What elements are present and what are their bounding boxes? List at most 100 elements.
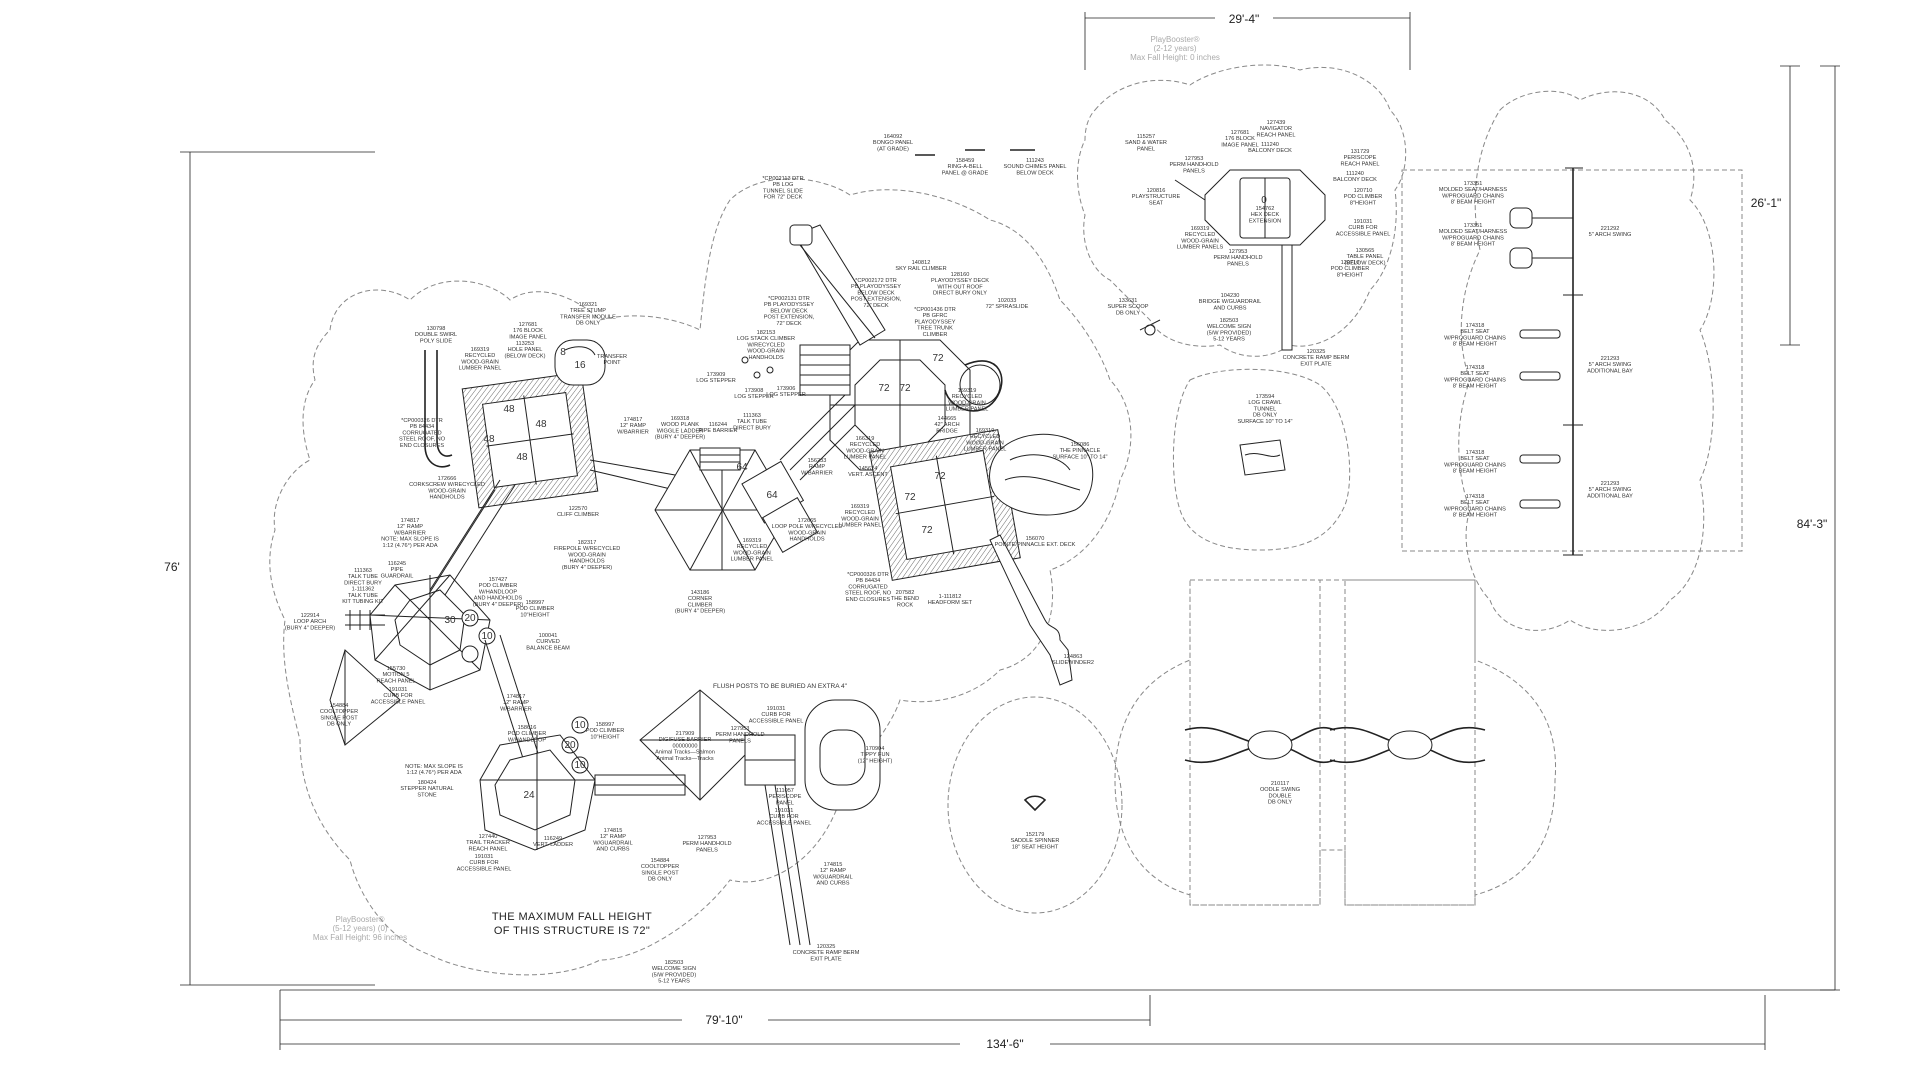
callout-173594-line: LOG CRAWL (1248, 400, 1281, 406)
callout-174817c-line: 174817 (507, 694, 526, 700)
callout-191031c-line: ACCESSIBLE PANEL (749, 718, 804, 724)
callout-113253-line: 113253 (516, 341, 534, 347)
callout-128160-line: DIRECT BURY ONLY (933, 291, 987, 297)
brand-main-line1: PlayBooster® (335, 915, 384, 924)
callout-111240b-line: BALCONY DECK (1333, 177, 1377, 183)
callout-120710a-line: POD CLIMBER (1344, 194, 1383, 200)
brand-top-line3: Max Fall Height: 0 inches (1130, 53, 1220, 62)
callout-111243-line: SOUND CHIMES PANEL (1004, 164, 1067, 170)
callout-182503b-line: WELCOME SIGN (1207, 324, 1251, 330)
callout-152179-line: 18" SEAT HEIGHT (1012, 844, 1059, 850)
callout-180424-line: 180424 (418, 780, 437, 786)
callout-127439-line: 127439 (1267, 120, 1286, 126)
callout-111363-line: DIRECT BURY (733, 425, 771, 431)
callout-174318c-line: BELT SEAT (1460, 456, 1490, 462)
callout-210117-line: DB ONLY (1268, 800, 1292, 806)
callout-164092-line: 164092 (884, 134, 903, 140)
callout-111363b-line: TALK TUBE (348, 574, 378, 580)
callout-cp002172-line: POST EXTENSION, (851, 297, 902, 303)
callout-111240-line: 111240 (1261, 142, 1279, 148)
callout-221292-line: 5" ARCH SWING (1589, 232, 1632, 238)
callout-174318a-line: BELT SEAT (1460, 329, 1490, 335)
callout-cp001436-line: PLAYODYSSEY (915, 319, 956, 325)
callout-156086-line: 156086 (1071, 442, 1090, 448)
callout-169319e-line: 169319 (976, 428, 995, 434)
callout-182153-line: HANDHOLDS (748, 355, 783, 361)
callout-182153-line: W/RECYCLED (747, 342, 784, 348)
callout-120710a-line: 120710 (1354, 188, 1373, 194)
callout-120325a-line: 120325 (817, 944, 836, 950)
callout-cp001436-line: TREE TRUNK (917, 326, 953, 332)
callout-cp000326a-line: PB 84434 (410, 424, 435, 430)
dimension-lines (180, 11, 1840, 1051)
callout-174318d-line: BELT SEAT (1460, 500, 1490, 506)
callout-cp000326b-line: PB 84434 (856, 578, 881, 584)
callout-191031c-line: 191031 (767, 706, 786, 712)
callout-173351a-line: 8' BEAM HEIGHT (1451, 200, 1496, 206)
callout-157427-line: 157427 (489, 577, 508, 583)
callout-143186-line: (BURY 4" DEEPER) (675, 609, 725, 615)
callout-169321-line: 169321 (579, 302, 598, 308)
callout-127953a-line: PANELS (729, 738, 751, 744)
callout-182317-line: FIREPOLE W/RECYCLED (554, 546, 621, 552)
callout-144665-line: BRIDGE (936, 428, 958, 434)
callout-169319c-line: LUMBER PANEL (839, 523, 882, 529)
callout-221293a-line: 221293 (1601, 356, 1620, 362)
callout-182503b-line: 182503 (1220, 318, 1239, 324)
callout-102033-line: 72" SPIRASLIDE (986, 304, 1029, 310)
callout-154884b-line: COOLTOPPER (641, 864, 679, 870)
callout-174815b-line: 174815 (824, 862, 843, 868)
callout-182503b-line: (5/W PROVIDED) (1207, 330, 1252, 336)
callout-130565-line: (BELOW DECK) (1344, 260, 1385, 266)
deck-16: 16 (574, 360, 586, 371)
deck-72-e: 72 (904, 492, 916, 503)
callout-169319b-line: 169319 (743, 538, 762, 544)
callout-120325a-line: CONCRETE RAMP BERM (793, 950, 860, 956)
callout-174318d-line: 8' BEAM HEIGHT (1453, 513, 1498, 519)
callout-158997a-line: POD CLIMBER (516, 606, 555, 612)
callout-cp002172-line: BELOW DECK (857, 290, 895, 296)
circle-30: 30 (444, 615, 456, 626)
dim-left-height: 76' (164, 560, 180, 574)
callout-182317-line: WOOD-GRAIN (568, 552, 606, 558)
callout-169319c-line: WOOD-GRAIN (841, 516, 879, 522)
callout-120816-line: 120816 (1147, 188, 1166, 194)
callout-173594-line: 173594 (1256, 394, 1275, 400)
callout-127953d-line: PANELS (1227, 261, 1249, 267)
callout-transfer-line: POINT (603, 360, 621, 366)
callout-111240-line: BALCONY DECK (1248, 148, 1292, 154)
callout-128160-line: PLAYODYSSEY DECK (931, 278, 989, 284)
callout-172666-line: WOOD-GRAIN (428, 488, 466, 494)
callout-128160-line: 128160 (951, 272, 970, 278)
callout-170904-line: TIPPY FUN (860, 752, 889, 758)
callout-120325b-line: 120325 (1307, 349, 1326, 355)
callout-116249-line: 116249 (544, 836, 562, 842)
callout-115257-line: 115257 (1137, 134, 1155, 140)
callout-207582-line: ROCK (897, 602, 913, 608)
safety-zones (269, 64, 1743, 976)
callout-191031a-line: CURB FOR (383, 693, 412, 699)
callout-174817a-line: W/BARRIER (617, 429, 649, 435)
callout-221293b-line: 5" ARCH SWING (1589, 487, 1632, 493)
callout-169319c-line: RECYCLED (845, 510, 875, 516)
callout-191031c-line: CURB FOR (761, 712, 790, 718)
callout-111243-line: BELOW DECK (1016, 170, 1054, 176)
toddler-structure (1139, 169, 1326, 351)
callout-111363b-line: KIT TUBING KIT (342, 599, 384, 605)
callout-152179-line: 152179 (1026, 832, 1045, 838)
callout-158459-line: 158459 (956, 158, 975, 164)
callout-174318d-line: 174318 (1466, 494, 1485, 500)
callout-169321-line: TREE STUMP (570, 308, 606, 314)
callout-111057-line: 111057 (776, 788, 794, 794)
callout-145624-line: 145624 (859, 466, 878, 472)
callout-127953a-line: 127953 (731, 726, 750, 732)
callout-cp002131-line: POST EXTENSION, (764, 315, 815, 321)
brand-main-line2: (5-12 years) (0) (332, 924, 387, 933)
callout-cp000326a-line: *CP000326 DTR (401, 418, 443, 424)
circle-20: 20 (464, 613, 476, 624)
callout-100041-line: 100041 (539, 633, 558, 639)
callout-131729-line: PERISCOPE (1344, 155, 1377, 161)
callout-158997a-line: 10"HEIGHT (520, 612, 550, 618)
callout-145624-line: VERT. ASCENT (848, 472, 888, 478)
callout-169318-line: WIGGLE LADDER (657, 428, 704, 434)
